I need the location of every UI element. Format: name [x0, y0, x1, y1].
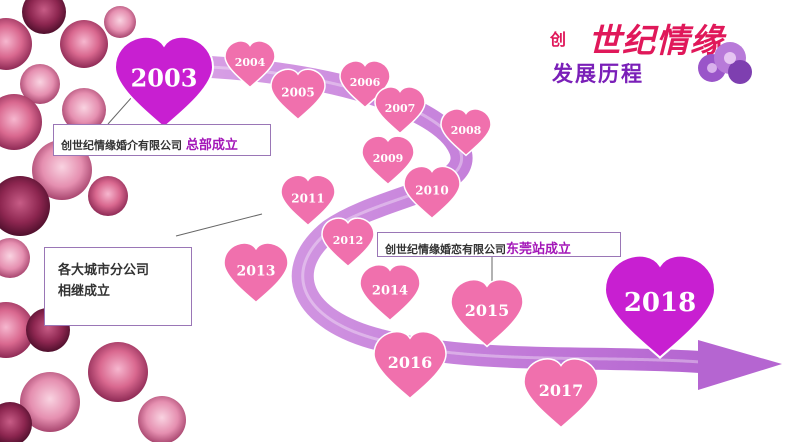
year-label: 2018: [624, 288, 696, 318]
year-label: 2012: [333, 234, 364, 247]
year-heart-2005: 2005: [270, 68, 326, 121]
year-heart-2015: 2015: [450, 278, 524, 348]
road-arrowhead: [698, 340, 782, 390]
year-heart-2009: 2009: [361, 135, 415, 186]
year-label: 2010: [415, 184, 448, 198]
callout-dongguan-founded: 创世纪情缘婚恋有限公司东莞站成立: [377, 232, 621, 257]
year-label: 2004: [235, 56, 266, 69]
logo-subtitle: 发展历程: [552, 62, 644, 86]
heart-shape: [523, 358, 599, 429]
year-label: 2003: [131, 63, 198, 92]
logo-chuang-glyph: 创: [550, 30, 567, 49]
heart-shape: [224, 40, 276, 89]
year-label: 2011: [291, 192, 324, 206]
callout-hq-prefix: 创世纪情缘婚介有限公司: [61, 139, 186, 152]
year-label: 2014: [372, 284, 408, 299]
heart-shape: [403, 165, 461, 220]
year-heart-2012: 2012: [321, 217, 375, 268]
year-heart-2014: 2014: [359, 264, 421, 322]
year-label: 2006: [350, 76, 381, 89]
year-heart-2008: 2008: [440, 108, 492, 157]
year-heart-2011: 2011: [280, 174, 336, 227]
year-heart-2017: 2017: [523, 358, 599, 429]
year-label: 2015: [465, 301, 510, 320]
heart-shape: [113, 35, 215, 129]
callout-hq-highlight: 总部成立: [185, 138, 238, 153]
year-heart-2007: 2007: [374, 86, 426, 135]
year-label: 2009: [373, 152, 404, 165]
heart-shape: [321, 217, 375, 268]
heart-shape: [359, 264, 421, 322]
year-heart-2010: 2010: [403, 165, 461, 220]
callout-branches-line1: 各大城市分公司: [58, 263, 150, 278]
year-label: 2017: [539, 381, 584, 400]
year-heart-2003: 2003: [113, 35, 215, 129]
year-heart-2004: 2004: [224, 40, 276, 89]
logo-brand-title: 世纪情缘: [588, 21, 724, 60]
callout-branches-line2: 相继成立: [58, 284, 111, 299]
callout-dongguan-highlight: 东莞站成立: [506, 242, 572, 257]
callout-branches-founded: 各大城市分公司 相继成立: [44, 247, 192, 326]
flower-icon: [698, 42, 752, 84]
callout-dongguan-prefix: 创世纪情缘婚恋有限公司: [385, 243, 506, 256]
callout-hq-founded: 创世纪情缘婚介有限公司 总部成立: [53, 124, 271, 156]
year-label: 2007: [385, 102, 416, 115]
brand-logo: 创 世纪情缘 发展历程: [548, 14, 760, 90]
year-label: 2016: [388, 353, 433, 372]
year-heart-2016: 2016: [373, 330, 447, 400]
year-label: 2008: [451, 124, 482, 137]
heart-shape: [280, 174, 336, 227]
heart-shape: [373, 330, 447, 400]
heart-shape: [270, 68, 326, 121]
year-heart-2013: 2013: [223, 242, 289, 304]
year-label: 2013: [237, 263, 276, 279]
heart-shape: [223, 242, 289, 304]
heart-shape: [603, 254, 717, 360]
heart-shape: [361, 135, 415, 186]
heart-shape: [374, 86, 426, 135]
year-heart-2018: 2018: [603, 254, 717, 360]
heart-shape: [450, 278, 524, 348]
year-label: 2005: [281, 86, 314, 100]
heart-shape: [440, 108, 492, 157]
